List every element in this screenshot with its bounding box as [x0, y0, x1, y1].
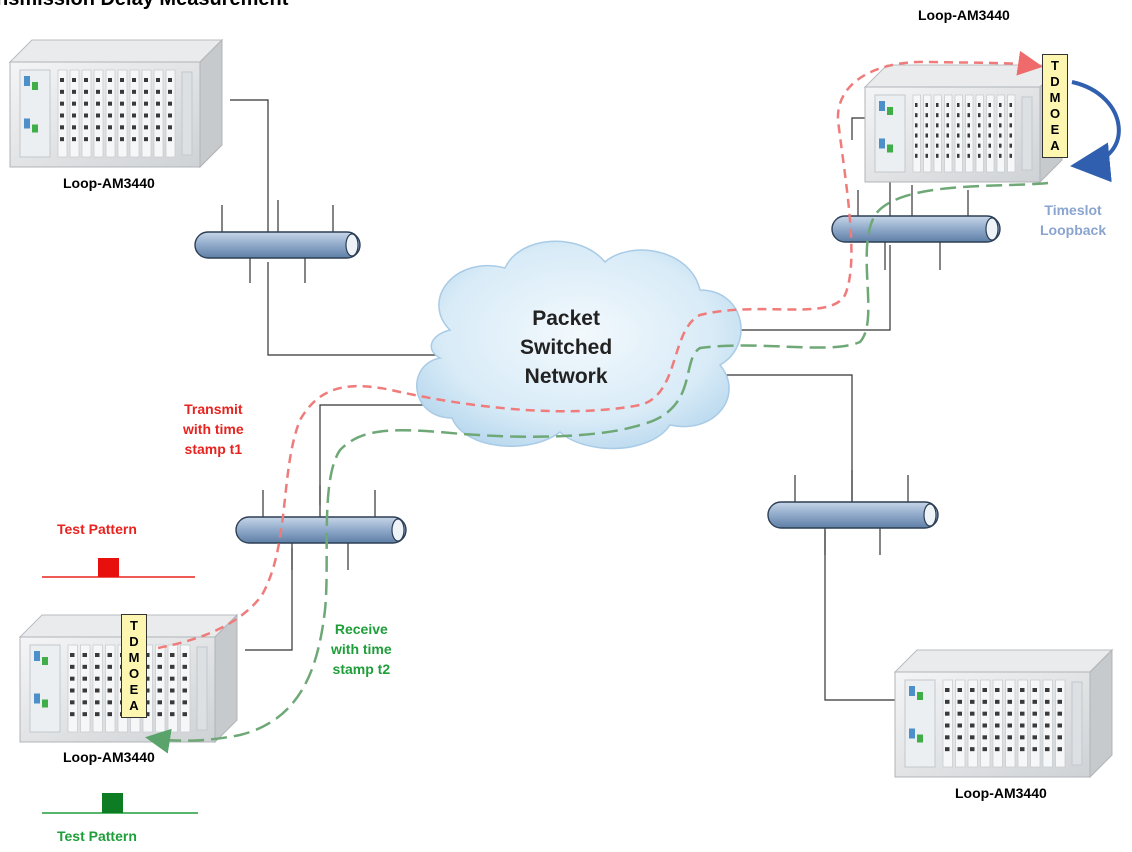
- network-label-line1: Packet: [532, 307, 600, 330]
- device-top-right: [863, 63, 1064, 184]
- tdmoea-letter: D: [1050, 74, 1060, 89]
- network-label-line2: Switched: [520, 336, 613, 359]
- loopback-label-line1: Timeslot: [1044, 202, 1102, 218]
- device-label-top-left: Loop-AM3440: [63, 175, 155, 191]
- bus-top-right: [831, 215, 1001, 243]
- device-top-left: [8, 38, 224, 169]
- tdmoea-letter: A: [1050, 138, 1060, 153]
- bus-bottom-right: [767, 501, 939, 529]
- loopback-label: Timeslot Loopback: [1040, 200, 1106, 240]
- device-label-top-right: Loop-AM3440: [918, 7, 1010, 23]
- receive-label-line1: Receive: [334, 621, 388, 637]
- transmit-path: [157, 50, 1043, 650]
- tdmoea-card-bottom-left: T D M O E A: [121, 614, 147, 718]
- tdmoea-letter: O: [128, 666, 140, 681]
- device-label-bottom-left: Loop-AM3440: [63, 749, 155, 765]
- network-label-line3: Network: [524, 365, 608, 388]
- tdmoea-letter: M: [128, 650, 140, 665]
- network-label: Packet Switched Network: [520, 304, 612, 391]
- transmit-label-line2: with time: [183, 421, 244, 437]
- tdmoea-card-top-right: T D M O E A: [1042, 54, 1068, 158]
- tdmoea-letter: E: [1050, 122, 1060, 137]
- receive-label: Receive with time stamp t2: [331, 619, 392, 679]
- bus-top-left: [194, 231, 361, 259]
- receive-path: [145, 181, 1049, 754]
- page-title: Transmission Delay Measurement: [0, 0, 288, 11]
- transmit-label: Transmit with time stamp t1: [183, 399, 244, 459]
- tdmoea-letter: O: [1049, 106, 1061, 121]
- tdmoea-letter: T: [130, 618, 138, 633]
- transmit-label-line3: stamp t1: [184, 441, 243, 457]
- test-pattern-tx-label: Test Pattern: [57, 521, 137, 537]
- packet-network-cloud: [416, 240, 742, 450]
- transmit-label-line1: Transmit: [184, 401, 243, 417]
- device-bottom-left: [18, 613, 239, 744]
- device-label-bottom-right: Loop-AM3440: [955, 785, 1047, 801]
- bus-taps: [221, 185, 969, 570]
- tdmoea-letter: E: [129, 682, 139, 697]
- receive-label-line3: stamp t2: [332, 661, 391, 677]
- tdmoea-letter: M: [1049, 90, 1061, 105]
- receive-label-line2: with time: [331, 641, 392, 657]
- test-pattern-rx-label: Test Pattern: [57, 828, 137, 844]
- device-bottom-right: [893, 648, 1114, 779]
- loopback-label-line2: Loopback: [1040, 222, 1107, 238]
- test-pattern-rx-signal: [42, 793, 198, 814]
- tdmoea-letter: D: [129, 634, 139, 649]
- tdmoea-letter: T: [1051, 58, 1059, 73]
- loopback-arrow: [1070, 80, 1121, 183]
- bus-bottom-left: [235, 516, 407, 544]
- tdmoea-letter: A: [129, 698, 139, 713]
- test-pattern-tx-signal: [42, 558, 195, 578]
